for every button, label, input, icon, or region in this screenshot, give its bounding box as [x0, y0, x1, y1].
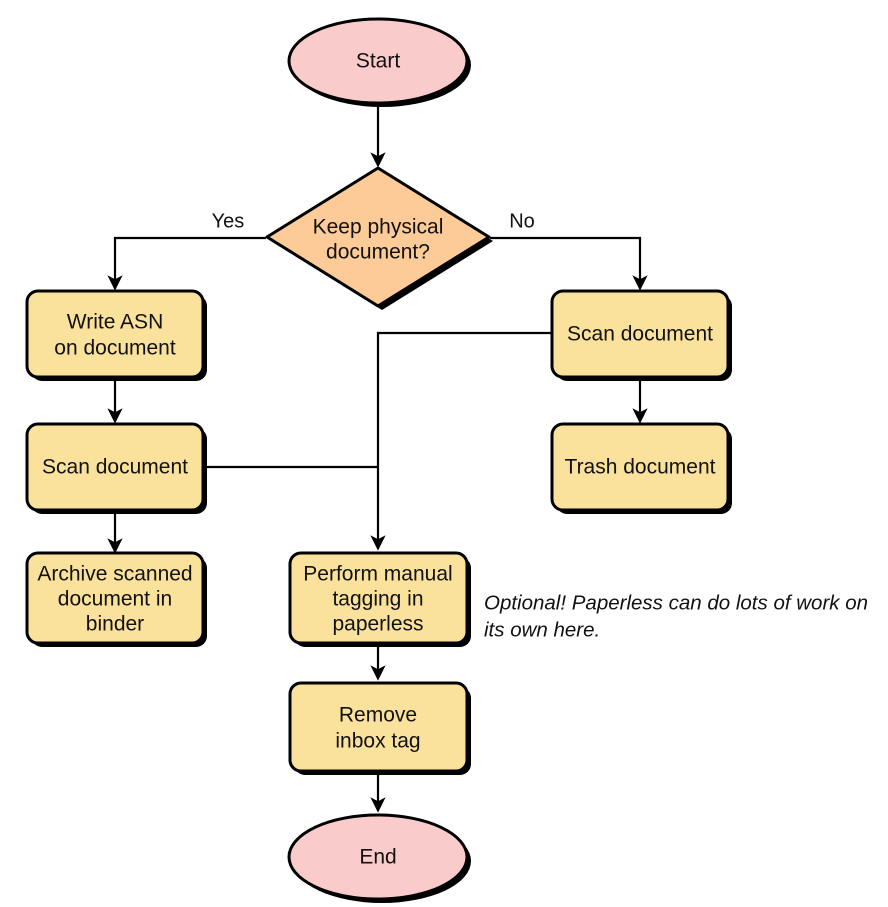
- node-write-asn-on-document[interactable]: Write ASN on document: [25, 289, 207, 381]
- node-decision-label-line2: document?: [326, 241, 430, 264]
- node-archive-label-line3: binder: [86, 613, 144, 636]
- node-perform-manual-tagging[interactable]: Perform manual tagging in paperless: [288, 551, 471, 647]
- node-end[interactable]: End: [287, 813, 471, 903]
- annotation-optional-note: Optional! Paperless can do lots of work …: [484, 591, 868, 641]
- node-tagging-label-line3: paperless: [332, 613, 423, 636]
- edge-scan-document-right-to-tagging: [370, 331, 552, 551]
- node-remove-inbox-tag[interactable]: Remove inbox tag: [288, 681, 471, 775]
- node-scan-document-left-label: Scan document: [42, 456, 188, 479]
- edge-label-no: No: [509, 210, 535, 232]
- node-archive-scanned-document[interactable]: Archive scanned document in binder: [25, 551, 207, 647]
- node-tagging-label: Perform manual: [303, 563, 452, 586]
- node-archive-label: Archive scanned: [37, 563, 192, 586]
- node-scan-document-right[interactable]: Scan document: [550, 289, 732, 381]
- node-remove-inbox-tag-label: Remove: [339, 704, 417, 727]
- node-end-label: End: [359, 846, 396, 869]
- node-trash-document[interactable]: Trash document: [550, 422, 732, 514]
- node-decision-keep-physical-document[interactable]: Keep physical document?: [265, 166, 493, 310]
- node-start[interactable]: Start: [287, 17, 471, 107]
- node-write-asn-label: Write ASN: [67, 311, 163, 334]
- node-scan-document-right-label: Scan document: [567, 323, 713, 346]
- edge-decision-no-to-scan-document-right: No: [490, 210, 648, 291]
- edge-label-yes: Yes: [212, 210, 245, 232]
- annotation-optional-note-line2: its own here.: [484, 618, 600, 641]
- node-archive-label-line2: document in: [58, 588, 172, 611]
- edge-decision-yes-to-write-asn: Yes: [107, 210, 266, 291]
- node-write-asn-label-line2: on document: [54, 337, 176, 360]
- annotation-optional-note-line1: Optional! Paperless can do lots of work …: [484, 591, 868, 614]
- node-decision-label: Keep physical: [313, 216, 444, 239]
- node-tagging-label-line2: tagging in: [332, 588, 423, 611]
- node-remove-inbox-tag-label-line2: inbox tag: [335, 730, 420, 753]
- node-trash-document-label: Trash document: [565, 456, 716, 479]
- node-scan-document-left[interactable]: Scan document: [25, 422, 207, 514]
- node-start-label: Start: [356, 50, 401, 73]
